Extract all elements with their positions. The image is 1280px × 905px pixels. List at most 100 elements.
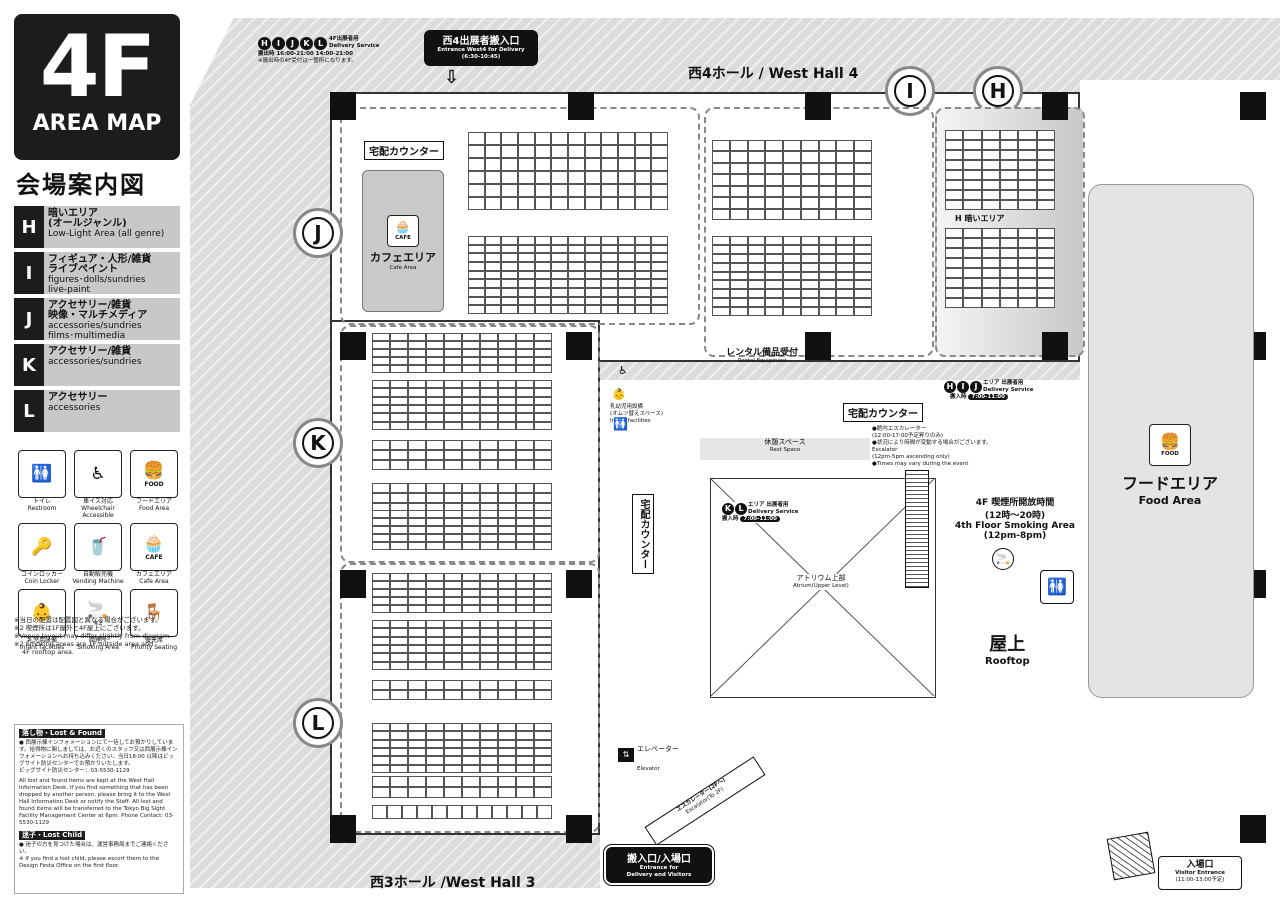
booth[interactable]	[517, 171, 535, 184]
booth[interactable]	[498, 620, 516, 629]
booth[interactable]	[534, 747, 552, 757]
booth[interactable]	[480, 620, 498, 629]
booth[interactable]	[372, 421, 390, 430]
booth[interactable]	[516, 573, 534, 581]
booth[interactable]	[517, 270, 535, 280]
booth[interactable]	[516, 581, 534, 589]
booth[interactable]	[444, 764, 462, 773]
booth[interactable]	[534, 132, 552, 145]
booth[interactable]	[963, 150, 982, 160]
booth[interactable]	[1018, 150, 1037, 160]
booth[interactable]	[462, 460, 480, 470]
booth[interactable]	[462, 597, 480, 605]
booth[interactable]	[617, 158, 635, 171]
booth[interactable]	[747, 271, 766, 281]
booth[interactable]	[981, 288, 1000, 298]
booth[interactable]	[516, 605, 534, 613]
booth[interactable]	[729, 151, 748, 163]
booth[interactable]	[462, 493, 480, 503]
booth[interactable]	[408, 450, 426, 460]
booth[interactable]	[426, 365, 444, 373]
booth[interactable]	[498, 605, 516, 613]
booth[interactable]	[372, 581, 390, 589]
booth[interactable]	[534, 644, 552, 654]
booth[interactable]	[408, 756, 426, 765]
booth[interactable]	[480, 636, 498, 645]
booth[interactable]	[484, 158, 502, 171]
booth[interactable]	[517, 279, 535, 288]
booth[interactable]	[444, 526, 462, 534]
booth[interactable]	[516, 653, 534, 662]
booth[interactable]	[765, 174, 784, 186]
booth[interactable]	[534, 460, 552, 470]
booth[interactable]	[534, 764, 552, 773]
booth[interactable]	[468, 296, 485, 306]
booth[interactable]	[426, 380, 444, 389]
booth[interactable]	[408, 365, 426, 373]
booth[interactable]	[372, 653, 390, 662]
booth[interactable]	[408, 776, 426, 787]
booth[interactable]	[408, 404, 426, 414]
booth[interactable]	[408, 483, 426, 493]
booth[interactable]	[516, 597, 534, 605]
booth[interactable]	[426, 747, 444, 757]
booth[interactable]	[480, 510, 498, 518]
booth[interactable]	[484, 197, 502, 210]
booth[interactable]	[444, 460, 462, 470]
booth[interactable]	[945, 200, 964, 210]
booth[interactable]	[601, 296, 618, 306]
booth[interactable]	[634, 171, 652, 184]
booth[interactable]	[818, 307, 837, 316]
booth[interactable]	[480, 518, 498, 526]
booth[interactable]	[651, 236, 668, 245]
booth[interactable]	[426, 680, 444, 690]
booth[interactable]	[854, 236, 872, 245]
booth[interactable]	[498, 597, 516, 605]
booth[interactable]	[517, 158, 535, 171]
booth[interactable]	[854, 307, 872, 316]
booth[interactable]	[501, 296, 518, 306]
booth[interactable]	[462, 365, 480, 373]
booth[interactable]	[390, 526, 408, 534]
booth[interactable]	[517, 236, 535, 245]
booth[interactable]	[498, 589, 516, 597]
booth[interactable]	[468, 244, 485, 254]
booth[interactable]	[462, 510, 480, 518]
booth[interactable]	[498, 680, 516, 690]
booth[interactable]	[800, 185, 819, 198]
booth[interactable]	[480, 357, 498, 365]
booth[interactable]	[765, 271, 784, 281]
booth[interactable]	[836, 262, 855, 272]
booth[interactable]	[517, 296, 535, 306]
booth[interactable]	[516, 349, 534, 357]
booth[interactable]	[981, 180, 1000, 190]
booth[interactable]	[534, 184, 552, 197]
booth[interactable]	[462, 526, 480, 534]
booth[interactable]	[1036, 160, 1055, 170]
booth[interactable]	[729, 280, 748, 290]
booth[interactable]	[372, 661, 390, 670]
booth[interactable]	[534, 421, 552, 430]
booth[interactable]	[818, 236, 837, 245]
booth[interactable]	[408, 440, 426, 450]
booth[interactable]	[712, 253, 730, 263]
booth[interactable]	[1036, 238, 1055, 248]
booth[interactable]	[729, 140, 748, 152]
booth[interactable]	[836, 253, 855, 263]
booth[interactable]	[372, 620, 390, 629]
booth[interactable]	[408, 628, 426, 637]
booth[interactable]	[765, 197, 784, 209]
booth[interactable]	[800, 244, 819, 254]
booth[interactable]	[747, 289, 766, 299]
booth[interactable]	[426, 776, 444, 787]
booth[interactable]	[783, 197, 801, 209]
booth[interactable]	[390, 349, 408, 357]
booth[interactable]	[567, 197, 585, 210]
booth[interactable]	[390, 404, 408, 414]
booth[interactable]	[601, 145, 618, 158]
booth[interactable]	[551, 184, 568, 197]
booth[interactable]	[945, 258, 964, 268]
booth[interactable]	[981, 160, 1000, 170]
booth[interactable]	[963, 190, 982, 200]
booth[interactable]	[729, 262, 748, 272]
